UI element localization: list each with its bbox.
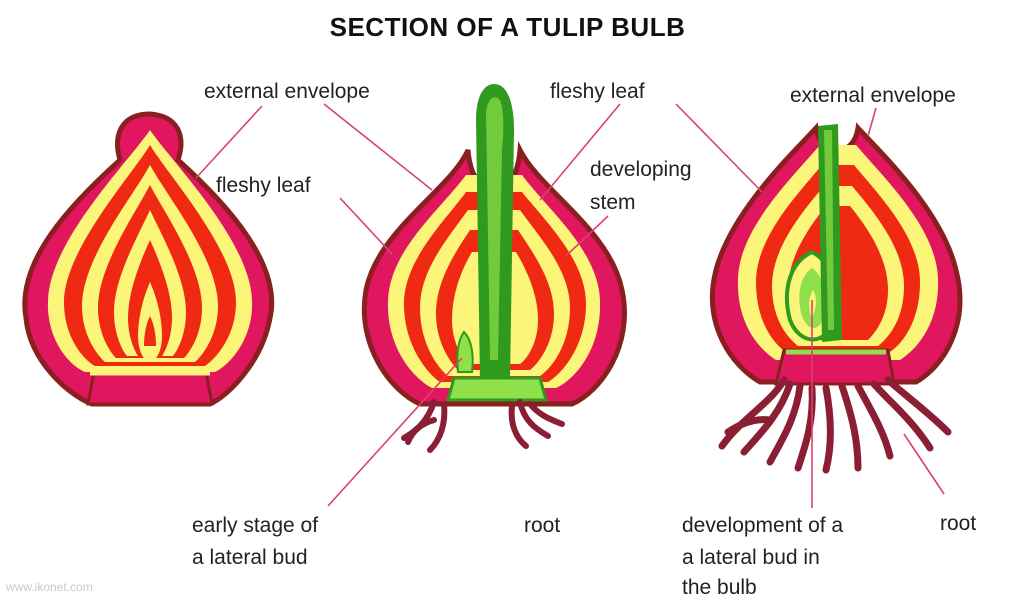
bulb-middle-basal-plate (448, 378, 546, 400)
leader-external-envelope-left (196, 106, 262, 178)
label-early-stage-line2: a lateral bud (192, 544, 308, 571)
label-external-envelope-left: external envelope (204, 78, 370, 105)
leader-external-envelope-middle (324, 104, 432, 190)
label-development-line2: a lateral bud in (682, 544, 820, 571)
bulb-middle (364, 84, 624, 450)
label-fleshy-leaf-left: fleshy leaf (216, 172, 311, 199)
label-root-middle: root (524, 512, 560, 539)
page-title: SECTION OF A TULIP BULB (0, 12, 1015, 43)
label-development-line1: development of a (682, 512, 843, 539)
leader-external-envelope-right (868, 108, 876, 136)
bulb-middle-roots (404, 402, 562, 450)
label-external-envelope-right: external envelope (790, 82, 956, 109)
bulb-right-roots (722, 380, 948, 470)
bulb-right-basal-plate (776, 350, 894, 384)
watermark: www.ikonet.com (6, 580, 93, 594)
label-developing-line1: developing (590, 156, 692, 183)
leader-fleshy-leaf-left (340, 198, 392, 254)
bulb-left (25, 114, 272, 404)
leader-fleshy-leaf-top (540, 104, 620, 200)
label-fleshy-leaf-top: fleshy leaf (550, 78, 645, 105)
bulb-right (712, 124, 959, 470)
bulb-left-basal-plate (88, 372, 212, 404)
label-development-line3: the bulb (682, 574, 757, 601)
label-root-right: root (940, 510, 976, 537)
label-developing-line2: stem (590, 189, 636, 216)
label-early-stage-line1: early stage of (192, 512, 318, 539)
